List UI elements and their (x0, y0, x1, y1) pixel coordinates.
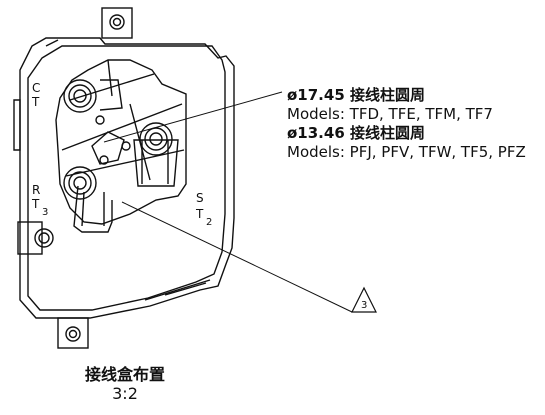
connector-pin-left (73, 185, 113, 233)
callout-ring-1346: ø13.46 接线柱圆周 Models: PFJ, PFV, TFW, TF5,… (287, 124, 545, 162)
label-r: R (32, 183, 40, 197)
label-t3: T (31, 197, 40, 211)
caption-title: 接线盒布置 (84, 365, 165, 384)
housing-inner (27, 45, 226, 311)
callout-ring-1745: ø17.45 接线柱圆周 Models: TFD, TFE, TFM, TF7 (287, 86, 545, 124)
connector-pin-right (133, 139, 179, 187)
left-edge-detail (13, 99, 21, 151)
reference-triangle-tag (351, 286, 377, 313)
label-t3-sub: 3 (42, 207, 48, 218)
label-s: S (196, 191, 204, 205)
label-t: T (31, 95, 40, 109)
leader-line-tag (121, 201, 353, 313)
label-c: C (32, 81, 40, 95)
terminal-c (63, 79, 97, 113)
side-mounting-tab (17, 221, 54, 255)
callout-1346-models: Models: PFJ, PFV, TFW, TF5, PFZ (287, 143, 526, 161)
terminal-block (55, 59, 187, 225)
drawing-caption: 接线盒布置 3:2 (40, 365, 210, 403)
callout-1745-models: Models: TFD, TFE, TFM, TF7 (287, 105, 493, 123)
label-t2: T (195, 207, 204, 221)
label-t2-sub: 2 (206, 217, 212, 228)
terminal-r (63, 166, 97, 200)
top-mounting-tab (101, 7, 133, 39)
callout-1745-title: ø17.45 接线柱圆周 (287, 86, 425, 104)
terminal-s (139, 122, 173, 156)
caption-scale: 3:2 (112, 384, 138, 403)
bottom-mounting-tab (57, 317, 89, 349)
protector-element (91, 115, 131, 165)
callout-1346-title: ø13.46 接线柱圆周 (287, 124, 425, 142)
housing-outer (19, 37, 235, 319)
leader-line-circle (103, 91, 283, 143)
reference-tag-number: 3 (361, 300, 367, 311)
